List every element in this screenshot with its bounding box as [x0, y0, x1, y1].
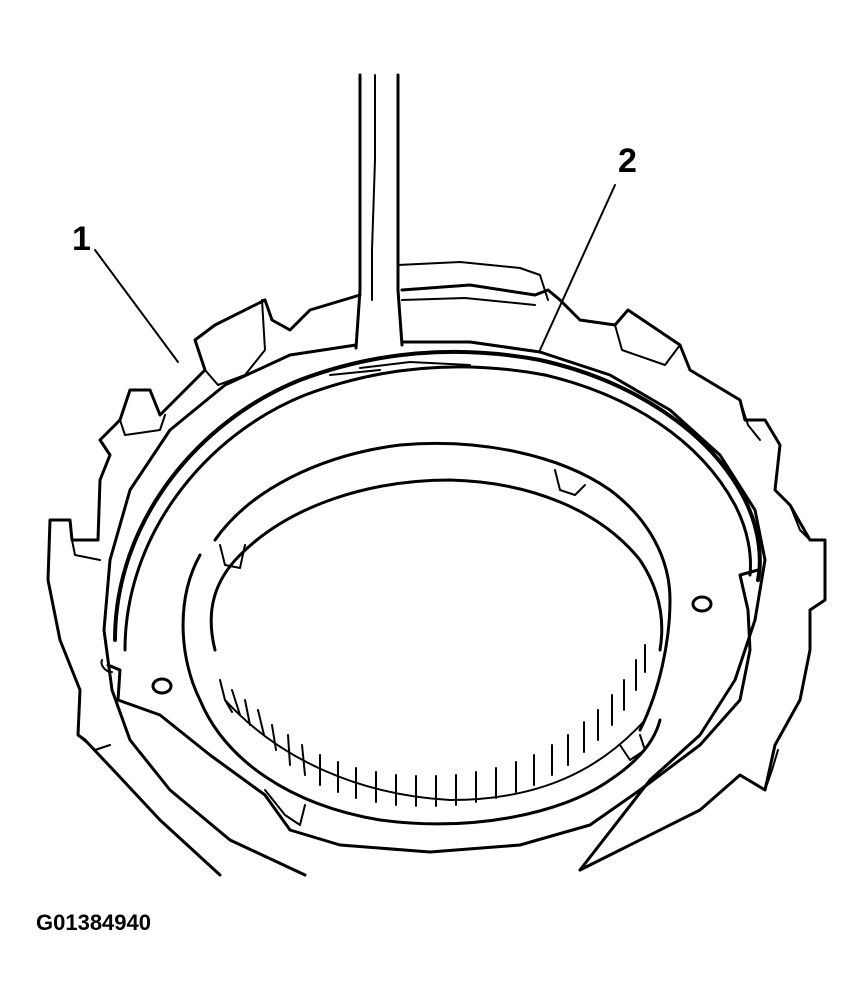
leader-line-2 [539, 184, 616, 351]
callout-1: 1 [72, 220, 91, 258]
center-hub [181, 441, 672, 826]
callout-2: 2 [618, 142, 637, 180]
tool-shaft [354, 73, 404, 350]
inner-plate [100, 568, 760, 854]
figure-id: G01384940 [36, 910, 151, 935]
snap-ring [113, 349, 762, 652]
leader-line-1 [94, 249, 179, 363]
leader-lines [94, 184, 616, 363]
outer-lugged-ring [46, 261, 827, 877]
